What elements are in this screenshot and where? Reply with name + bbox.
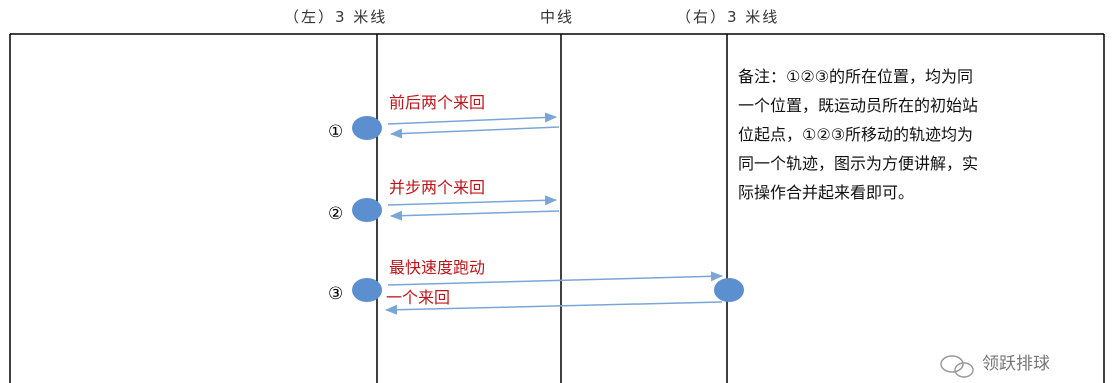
wechat-icon — [940, 355, 974, 378]
step-3-label: 最快速度跑动 — [389, 258, 485, 277]
step-1-forward-arrow — [387, 112, 557, 125]
step-3-return-arrow — [385, 301, 723, 315]
step-3-forward-arrow — [387, 271, 723, 286]
step-1-label: 前后两个来回 — [389, 93, 485, 112]
step-2-return-arrow — [390, 210, 560, 221]
note-line-5: 际操作合并起来看即可。 — [738, 183, 914, 202]
right-3m-line-header: （右）3 米线 — [676, 8, 779, 26]
note-block: 备注：①②③的所在位置，均为同 一个位置，既运动员所在的初始站 位起点，①②③所… — [738, 67, 978, 202]
step-3-label-line2: 一个来回 — [386, 288, 450, 307]
step-1-player-dot — [352, 116, 382, 140]
step-2-number: ② — [328, 204, 343, 224]
step-3-number: ③ — [328, 284, 343, 304]
note-line-2: 一个位置，既运动员所在的初始站 — [738, 96, 978, 115]
step-1-number: ① — [328, 122, 343, 142]
left-3m-line-header: （左）3 米线 — [284, 8, 387, 26]
center-line-header: 中线 — [540, 8, 574, 26]
step-1-return-arrow — [390, 126, 560, 139]
step-2-player-dot — [352, 198, 382, 222]
step-3-turnaround-dot — [714, 278, 744, 302]
step-2-forward-arrow — [387, 195, 557, 206]
step-3-player-dot — [352, 278, 382, 302]
watermark-text: 领跃排球 — [982, 354, 1050, 374]
note-line-4: 同一个轨迹，图示为方便讲解，实 — [738, 154, 978, 173]
note-line-1: 备注：①②③的所在位置，均为同 — [738, 67, 973, 86]
step-2-label: 并步两个来回 — [389, 178, 485, 197]
note-line-3: 位起点，①②③所移动的轨迹均为 — [738, 125, 973, 144]
